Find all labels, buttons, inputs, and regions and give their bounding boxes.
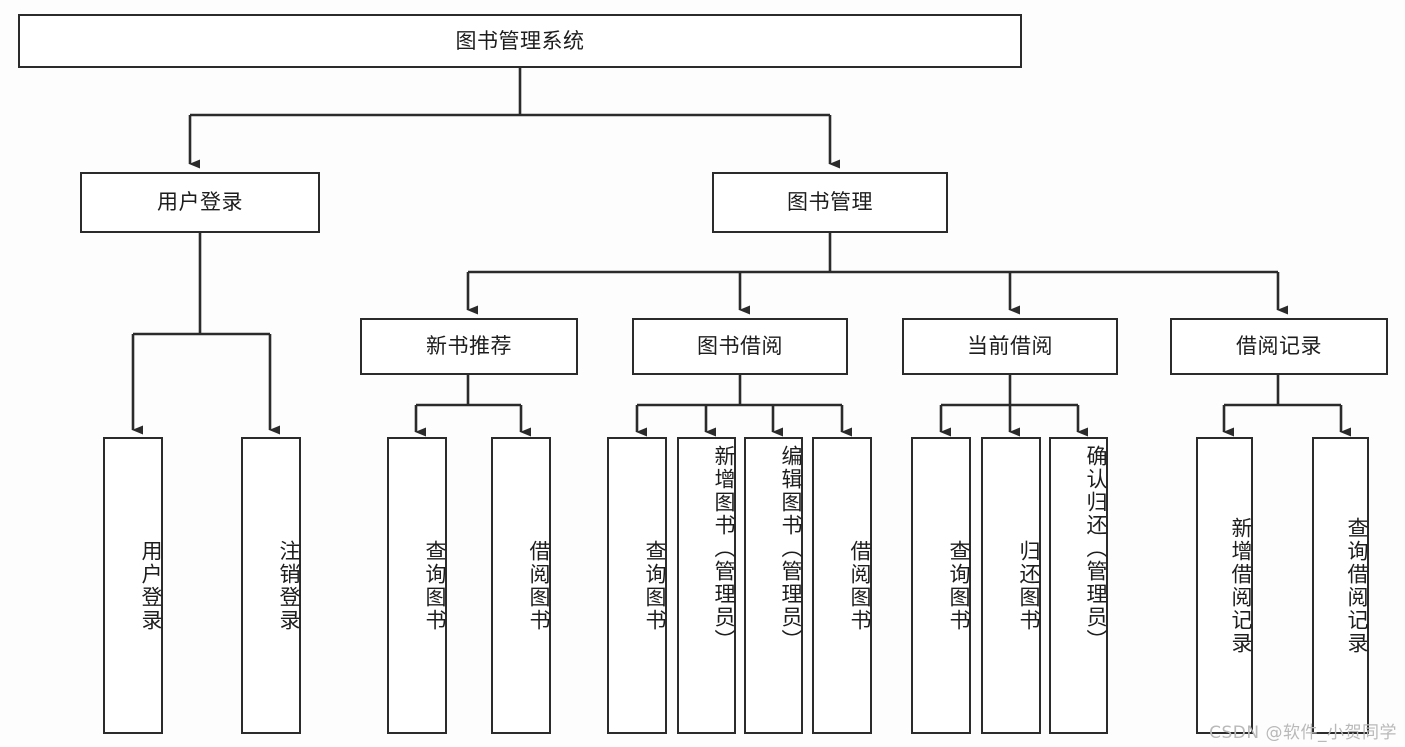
node-book-borrow-label: 图书借阅 bbox=[697, 334, 783, 359]
leaf-bb-add-book[interactable]: 新增图书（管理员） bbox=[677, 437, 736, 734]
node-current-borrow[interactable]: 当前借阅 bbox=[902, 318, 1118, 375]
leaf-user-logout-label: 注销登录 bbox=[277, 539, 301, 632]
leaf-bb-borrow-book-label: 借阅图书 bbox=[848, 539, 872, 632]
node-book-borrow[interactable]: 图书借阅 bbox=[632, 318, 848, 375]
leaf-user-logout[interactable]: 注销登录 bbox=[241, 437, 301, 734]
node-borrow-record[interactable]: 借阅记录 bbox=[1170, 318, 1388, 375]
leaf-bb-edit-book[interactable]: 编辑图书（管理员） bbox=[744, 437, 803, 734]
node-borrow-record-label: 借阅记录 bbox=[1236, 334, 1322, 359]
node-book-management[interactable]: 图书管理 bbox=[712, 172, 948, 233]
leaf-user-login[interactable]: 用户登录 bbox=[103, 437, 163, 734]
leaf-nb-query-book-label: 查询图书 bbox=[423, 539, 447, 632]
node-new-book-recommend-label: 新书推荐 bbox=[426, 334, 512, 359]
leaf-user-login-label: 用户登录 bbox=[139, 539, 163, 632]
leaf-br-query-record[interactable]: 查询借阅记录 bbox=[1312, 437, 1369, 734]
node-user-login[interactable]: 用户登录 bbox=[80, 172, 320, 233]
leaf-br-query-record-label: 查询借阅记录 bbox=[1345, 516, 1369, 655]
node-root[interactable]: 图书管理系统 bbox=[18, 14, 1022, 68]
leaf-cb-confirm-return-label: 确认归还（管理员） bbox=[1084, 445, 1108, 652]
leaf-br-add-record-label: 新增借阅记录 bbox=[1229, 516, 1253, 655]
leaf-cb-query-book[interactable]: 查询图书 bbox=[911, 437, 971, 734]
leaf-bb-add-book-label: 新增图书（管理员） bbox=[712, 445, 736, 652]
leaf-bb-edit-book-label: 编辑图书（管理员） bbox=[779, 445, 803, 652]
leaf-bb-query-book-label: 查询图书 bbox=[643, 539, 667, 632]
leaf-bb-borrow-book[interactable]: 借阅图书 bbox=[812, 437, 872, 734]
leaf-nb-borrow-book-label: 借阅图书 bbox=[527, 539, 551, 632]
node-book-management-label: 图书管理 bbox=[787, 190, 873, 215]
node-root-label: 图书管理系统 bbox=[455, 28, 585, 53]
leaf-nb-query-book[interactable]: 查询图书 bbox=[387, 437, 447, 734]
node-current-borrow-label: 当前借阅 bbox=[967, 334, 1053, 359]
leaf-nb-borrow-book[interactable]: 借阅图书 bbox=[491, 437, 551, 734]
node-user-login-label: 用户登录 bbox=[157, 190, 243, 215]
leaf-cb-confirm-return[interactable]: 确认归还（管理员） bbox=[1049, 437, 1108, 734]
node-new-book-recommend[interactable]: 新书推荐 bbox=[360, 318, 578, 375]
leaf-bb-query-book[interactable]: 查询图书 bbox=[607, 437, 667, 734]
leaf-cb-return-book-label: 归还图书 bbox=[1017, 539, 1041, 632]
csdn-watermark: CSDN @软件_小贺同学 bbox=[1209, 723, 1397, 743]
leaf-br-add-record[interactable]: 新增借阅记录 bbox=[1196, 437, 1253, 734]
leaf-cb-query-book-label: 查询图书 bbox=[947, 539, 971, 632]
leaf-cb-return-book[interactable]: 归还图书 bbox=[981, 437, 1041, 734]
